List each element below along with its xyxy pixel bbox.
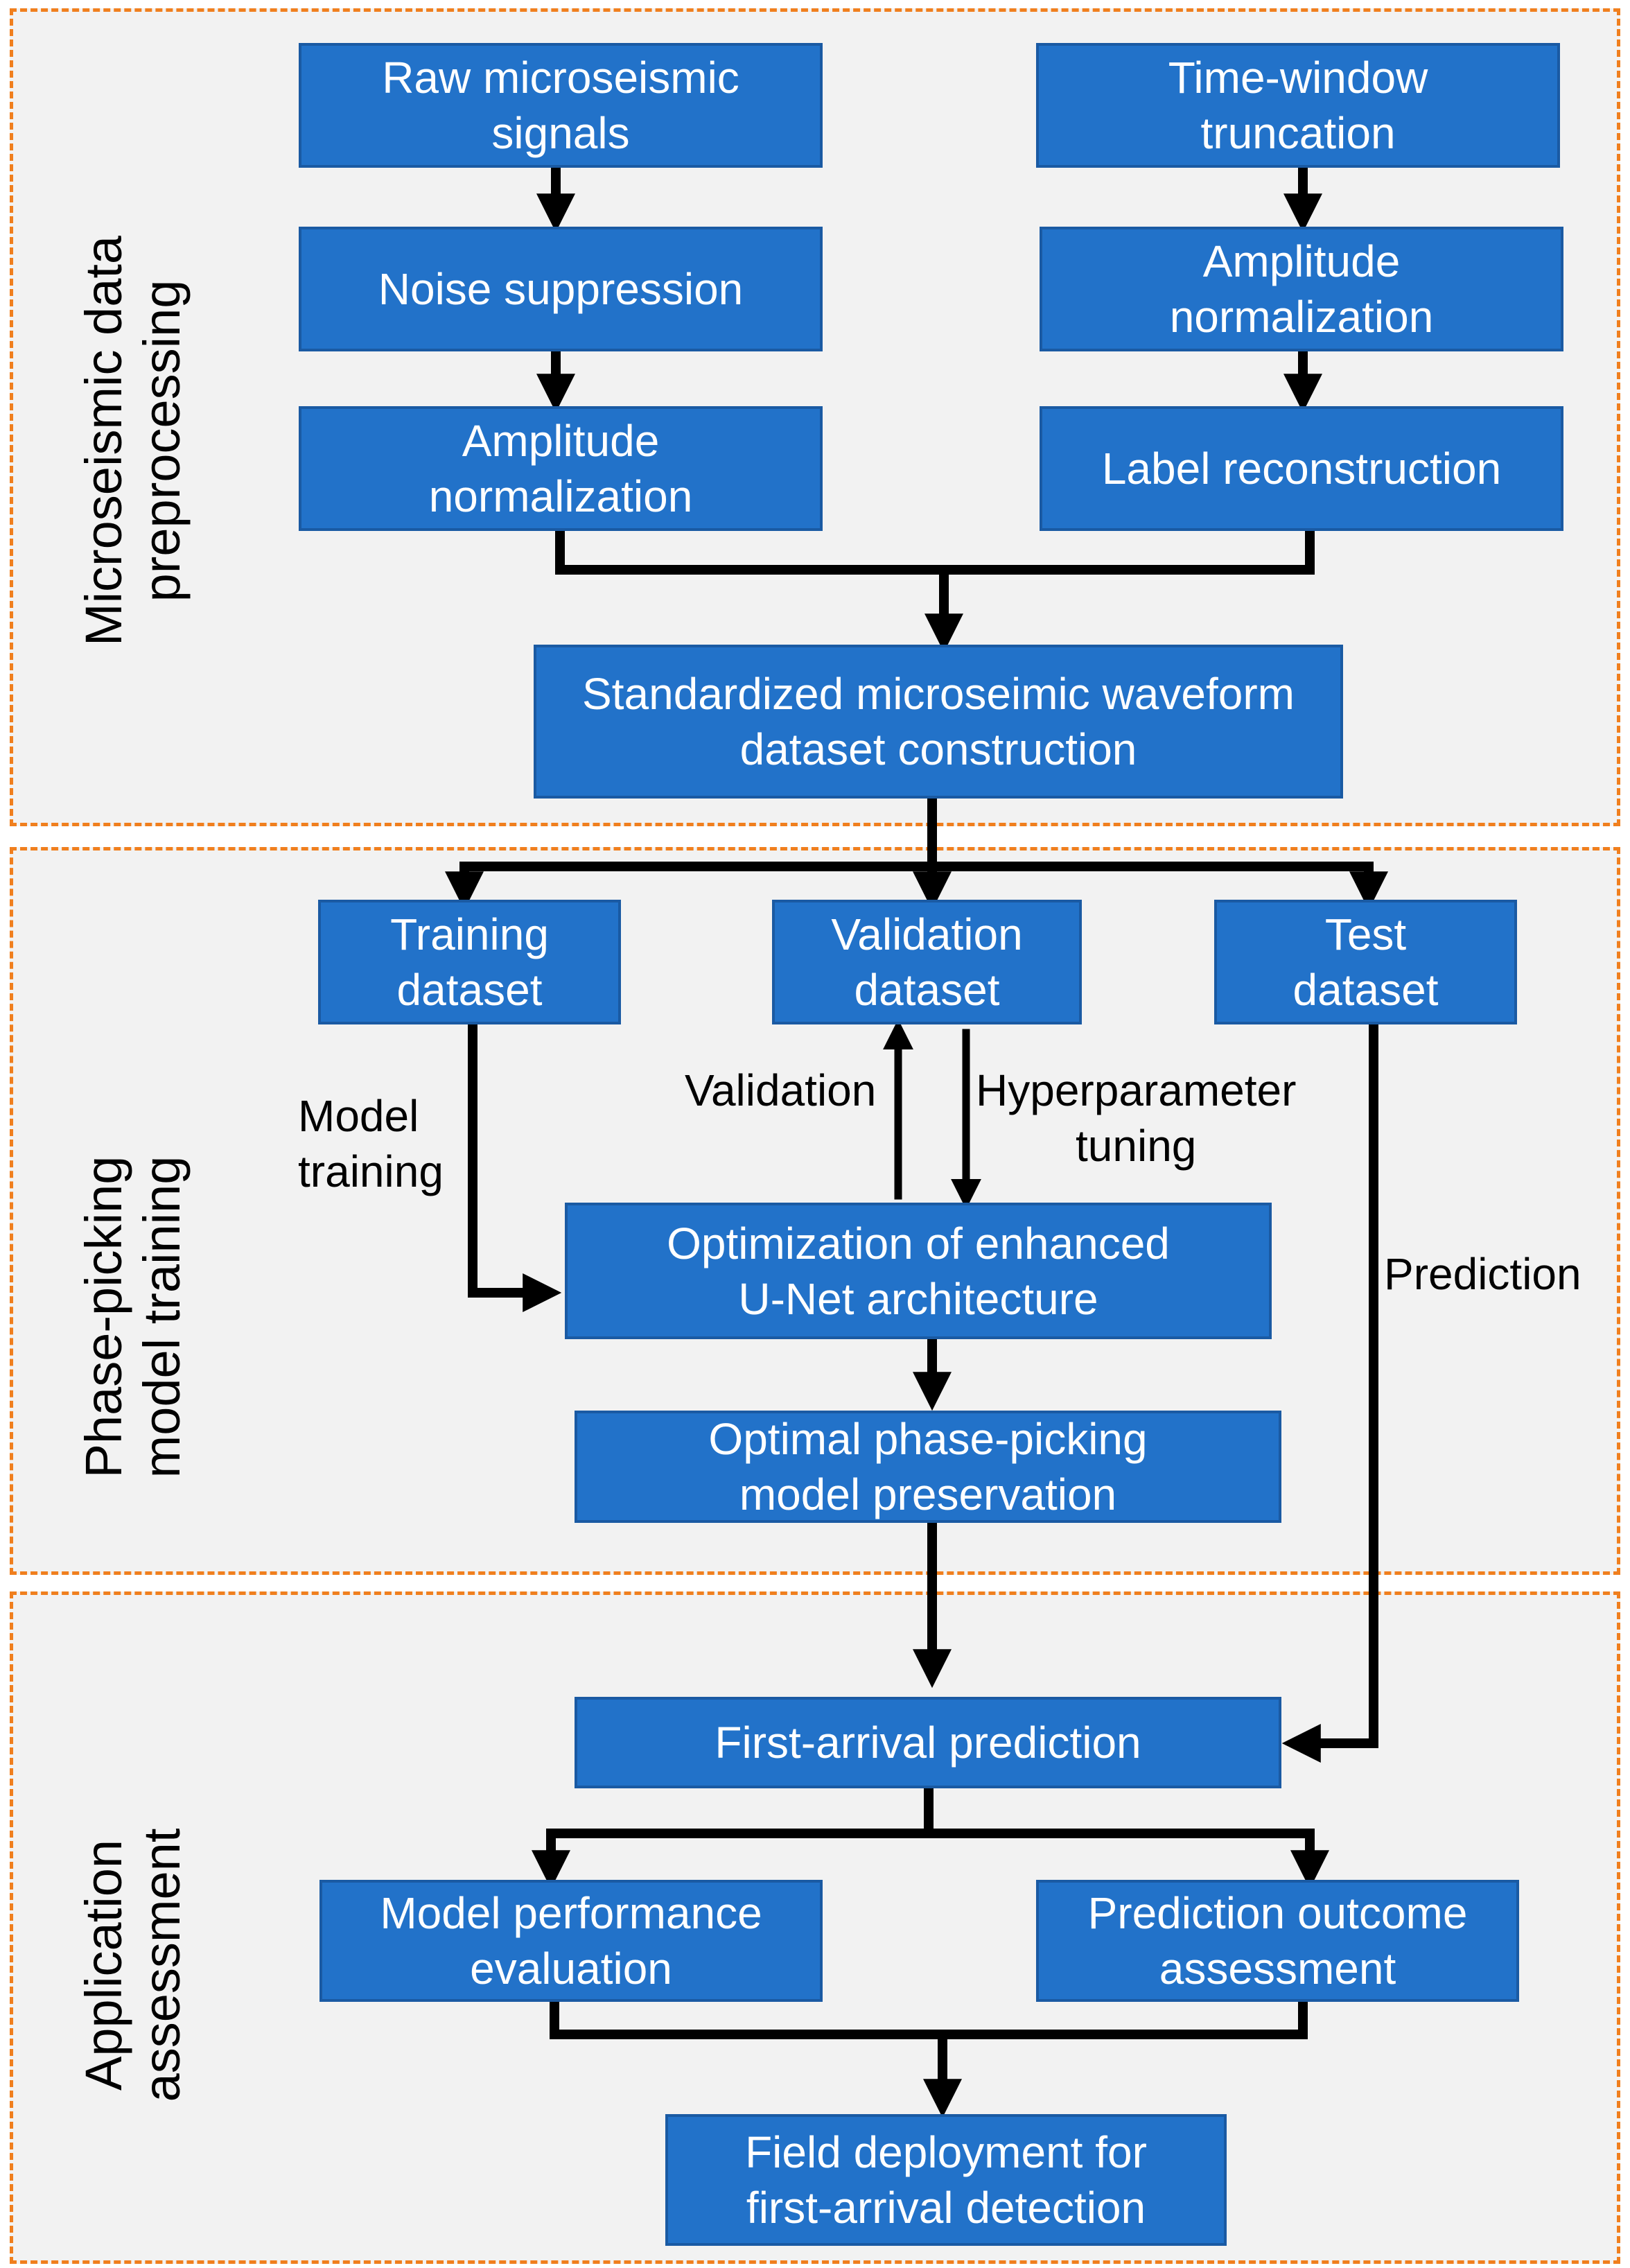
box-raw-signals: Raw microseismic signals [299,43,823,168]
box-label-reconstruction: Label reconstruction [1040,406,1563,531]
label-hyperparameter-tuning: Hyperparameter tuning [976,1065,1297,1171]
box-outcome-assessment: Prediction outcome assessment [1036,1880,1519,2002]
box-amplitude-normalization-left: Amplitude normalization [299,406,823,531]
label-prediction: Prediction [1384,1249,1581,1299]
box-performance-evaluation: Model performance evaluation [319,1880,823,2002]
box-dataset-construction: Standardized microseimic waveform datase… [534,645,1343,799]
line-training-to-unet [468,1020,545,1298]
merge-line-preprocessing [555,525,1315,575]
box-noise-suppression: Noise suppression [299,227,823,351]
box-model-preservation: Optimal phase-picking model preservation [575,1411,1281,1523]
box-unet-optimization: Optimization of enhanced U-Net architect… [565,1203,1272,1339]
box-training-dataset: Training dataset [318,900,621,1024]
box-amplitude-normalization-right: Amplitude normalization [1040,227,1563,351]
box-validation-dataset: Validation dataset [772,900,1082,1024]
box-field-deployment: Field deployment for first-arrival detec… [665,2114,1227,2246]
split-bar [459,862,1374,902]
line-test-to-prediction [1298,1020,1378,1748]
box-time-window-truncation: Time-window truncation [1036,43,1560,168]
merge-line-assessment [550,1997,1308,2039]
label-model-training: Model training [298,1091,444,1196]
box-first-arrival-prediction: First-arrival prediction [575,1697,1281,1788]
box-test-dataset: Test dataset [1214,900,1517,1024]
label-validation: Validation [685,1065,877,1115]
prediction-split-bar [546,1829,1315,1869]
